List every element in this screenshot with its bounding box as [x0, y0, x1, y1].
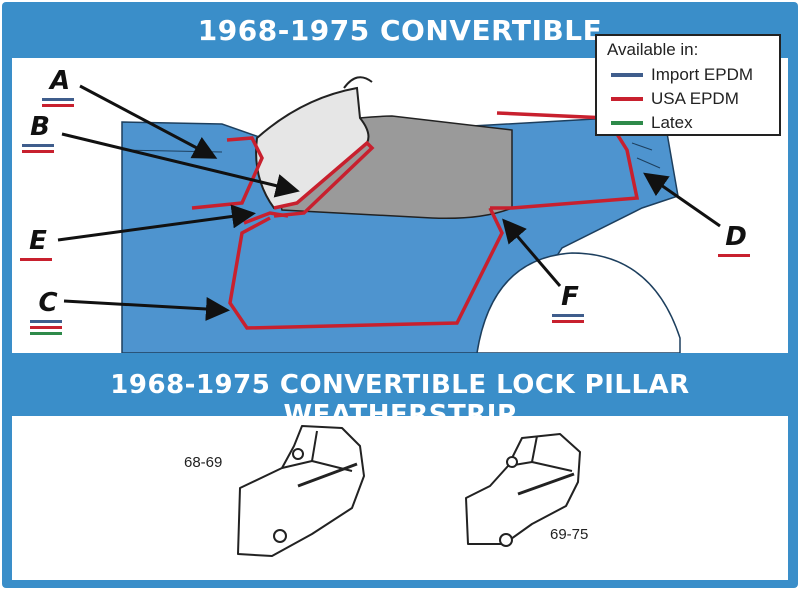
part-label-68-69: 68-69: [184, 454, 223, 471]
swatch-b: [22, 144, 54, 153]
legend-swatch-usa-epdm: [611, 97, 643, 101]
legend-label: Latex: [651, 113, 693, 132]
wheel-arch: [476, 252, 681, 353]
callout-letter-f: F: [561, 282, 579, 312]
seal-d: [490, 111, 640, 210]
arrow-e: [57, 204, 256, 242]
arrow-a: [79, 84, 218, 159]
swatch-e: [20, 258, 52, 261]
legend-item-latex: Latex: [611, 112, 693, 134]
swatch-c: [30, 320, 62, 335]
seal-a: [191, 136, 264, 210]
callout-letter-d: D: [725, 222, 747, 252]
part-label-69-75: 69-75: [550, 526, 589, 543]
legend-swatch-latex: [611, 121, 643, 125]
swatch-f: [552, 314, 584, 323]
legend-swatch-import-epdm: [611, 73, 643, 77]
seal-c-f: [228, 207, 504, 330]
legend-box: Available in: Import EPDM USA EPDM Latex: [595, 34, 781, 136]
lock-pillar-part-68-69: [237, 425, 365, 557]
legend-title: Available in:: [607, 40, 699, 59]
diagram-title: 1968-1975 CONVERTIBLE: [197, 14, 603, 47]
lock-pillar-part-69-75: [465, 433, 581, 547]
swatch-a: [42, 98, 74, 107]
legend-label: USA EPDM: [651, 89, 739, 108]
car-illustration: [20, 76, 750, 353]
lock-pillar-illustrations: [237, 425, 581, 557]
legend-item-usa-epdm: USA EPDM: [611, 88, 739, 110]
legend-label: Import EPDM: [651, 65, 754, 84]
callout-letter-e: E: [29, 226, 47, 256]
callout-letter-c: C: [38, 288, 58, 318]
seal-b: [273, 140, 375, 218]
arrow-c: [63, 297, 230, 321]
callout-letter-a: A: [49, 66, 71, 96]
arrow-b: [61, 132, 300, 198]
callout-letter-b: B: [30, 112, 50, 142]
lock-pillar-panel: 68-69 69-75: [12, 416, 788, 580]
swatch-d: [718, 254, 750, 257]
legend-item-import-epdm: Import EPDM: [611, 64, 753, 86]
arrow-d: [643, 172, 721, 228]
car-illustration-panel: A B E C D F: [12, 58, 788, 353]
arrow-f: [502, 218, 562, 287]
